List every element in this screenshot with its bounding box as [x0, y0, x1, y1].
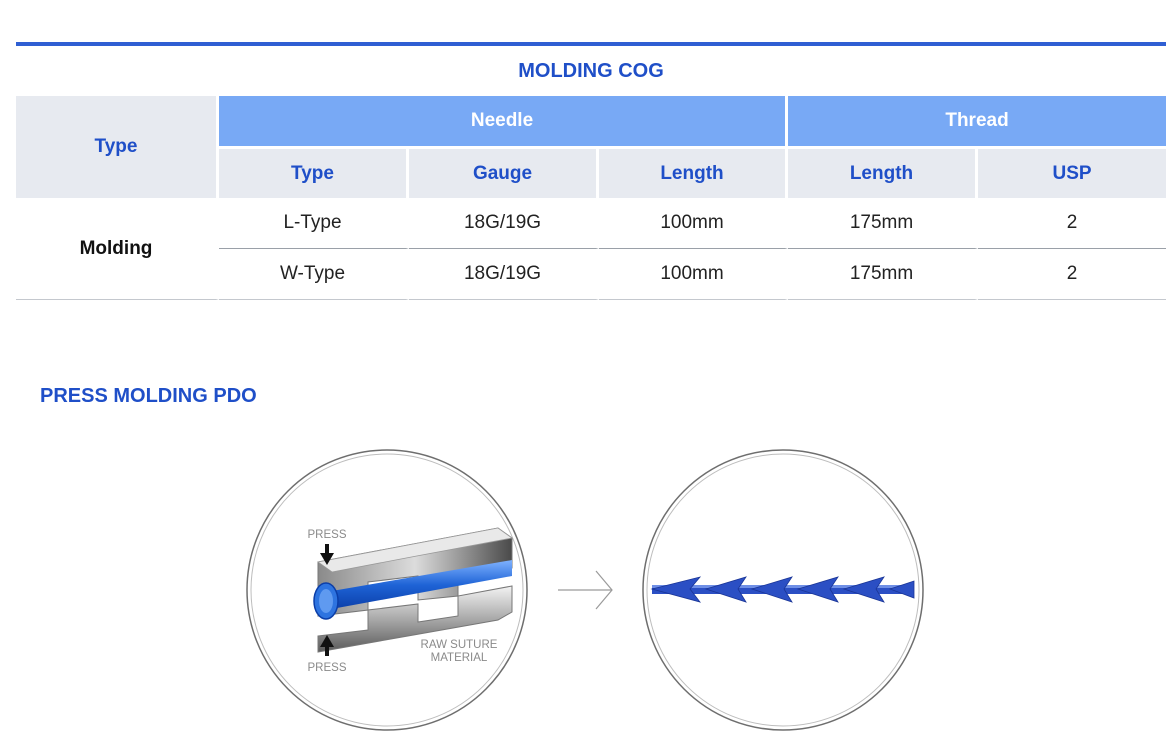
- needle-type-cell: W-Type: [219, 249, 409, 300]
- product-name: Molding: [16, 198, 219, 300]
- thread-header: Thread: [788, 96, 1167, 146]
- spec-table: MOLDING COG Type Needle Thread Type Gaug…: [16, 42, 1167, 300]
- needle-length-cell: 100mm: [599, 249, 788, 300]
- type-header: Type: [16, 96, 219, 198]
- material-label-line1: RAW SUTURE: [421, 639, 498, 651]
- gauge-cell: 18G/19G: [409, 198, 599, 249]
- needle-header: Needle: [219, 96, 788, 146]
- press-molding-title: PRESS MOLDING PDO: [40, 385, 257, 407]
- needle-length-cell: 100mm: [599, 198, 788, 249]
- cog-thread-result: [642, 449, 924, 731]
- thread-length-cell: 175mm: [788, 198, 978, 249]
- material-label-line2: MATERIAL: [431, 652, 488, 664]
- needle-gauge-header: Gauge: [409, 146, 599, 198]
- needle-type-header: Type: [219, 146, 409, 198]
- press-arrow-up-icon: [320, 635, 334, 656]
- press-molding-illustration: PRESS PRESS RAW SUTURE MATERIAL: [246, 449, 924, 731]
- gauge-cell: 18G/19G: [409, 249, 599, 300]
- process-arrow-icon: [558, 570, 613, 610]
- table-row: Molding L-Type 18G/19G 100mm 175mm 2: [16, 198, 1167, 300]
- needle-length-header: Length: [599, 146, 788, 198]
- press-label-bottom: PRESS: [308, 662, 347, 674]
- press-diagram: PRESS PRESS RAW SUTURE MATERIAL: [246, 449, 528, 731]
- table-row: W-Type 18G/19G 100mm 175mm 2: [16, 249, 1167, 300]
- table-caption: MOLDING COG: [16, 42, 1167, 96]
- press-label-top: PRESS: [308, 529, 347, 541]
- thread-length-cell: 175mm: [788, 249, 978, 300]
- press-arrow-down-icon: [320, 544, 334, 565]
- usp-cell: 2: [978, 249, 1167, 300]
- thread-length-header: Length: [788, 146, 978, 198]
- thread-usp-header: USP: [978, 146, 1167, 198]
- needle-type-cell: L-Type: [219, 198, 409, 249]
- usp-cell: 2: [978, 198, 1167, 249]
